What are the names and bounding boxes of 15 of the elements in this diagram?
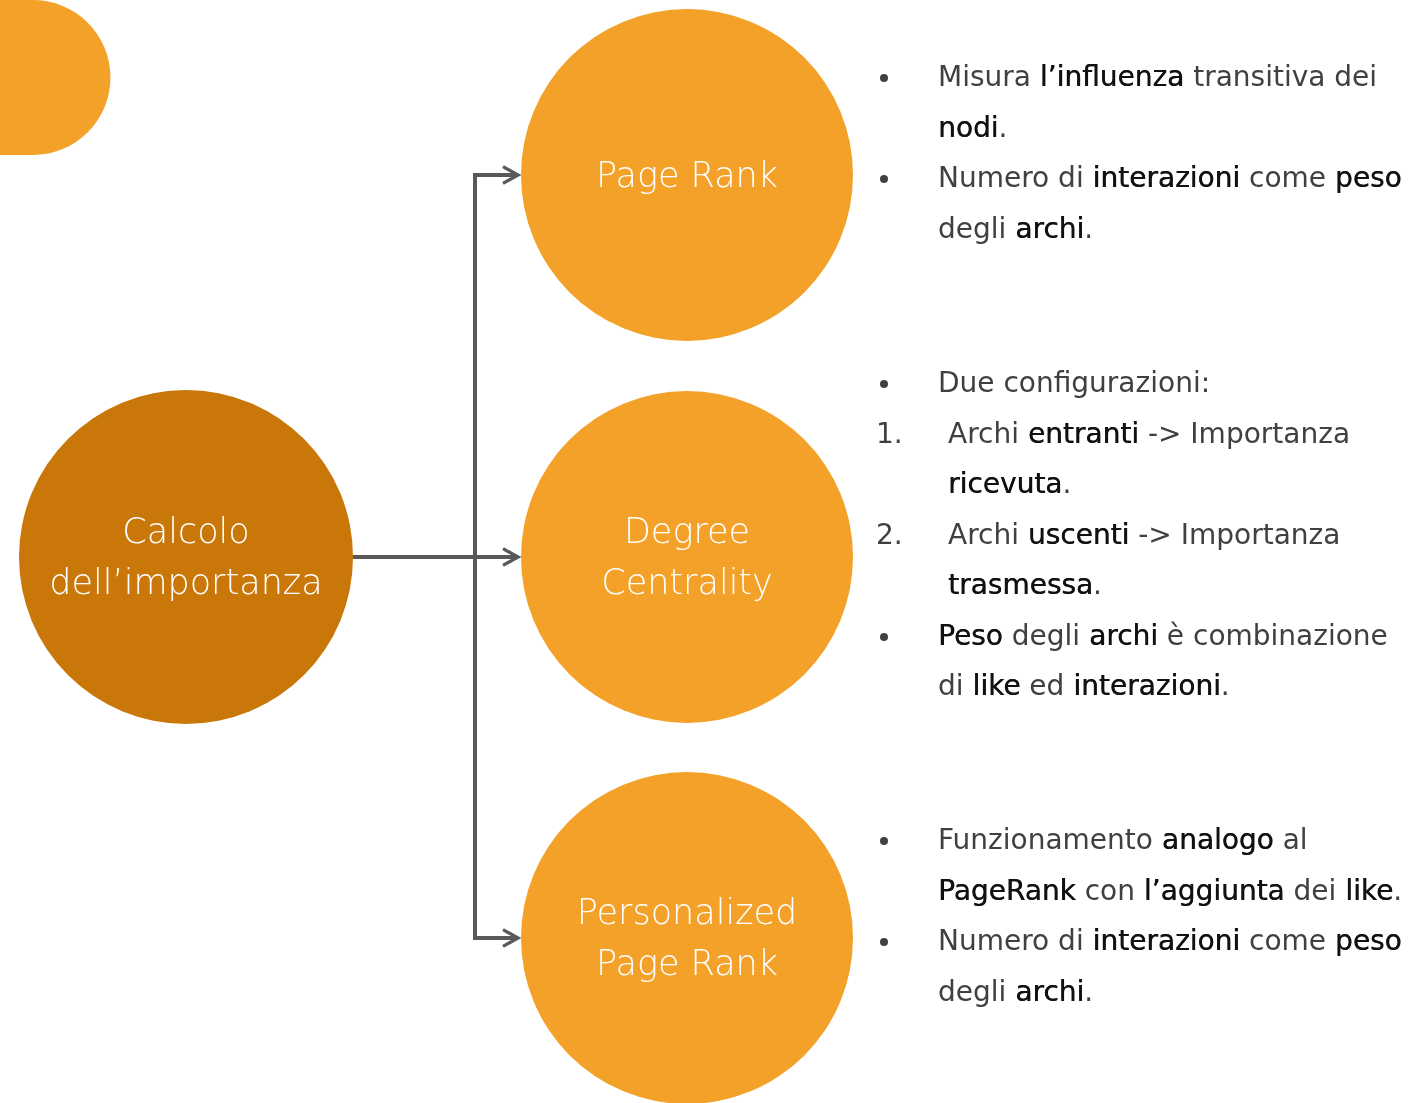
- bullet-text: Peso degli archi è combinazione di like ed interazioni.: [938, 618, 1388, 702]
- bullet-text: Due configurazioni:: [938, 366, 1211, 399]
- node-label: Page Rank: [595, 153, 779, 197]
- node-label: Personalized Page Rank: [575, 891, 799, 985]
- bullet-text: Numero di interazioni come peso degli archi.: [938, 924, 1402, 1008]
- connector-arrow: [353, 555, 520, 948]
- list-text: Archi entranti -> Importanza ricevuta.: [948, 416, 1351, 500]
- list-number: 1.: [876, 415, 903, 452]
- node-label: Calcolo dell’importanza: [48, 510, 324, 604]
- bullet-text: Funzionamento analogo al PageRank con l’aggiunta dei like.: [938, 823, 1403, 907]
- node-label: Degree Centrality: [600, 510, 774, 604]
- bullet-text: Numero di interazioni come peso degli archi.: [938, 161, 1402, 245]
- list-number: 2.: [876, 516, 903, 553]
- list-text: Archi uscenti -> Importanza trasmessa.: [948, 517, 1341, 601]
- bullet-text: Misura l’influenza transitiva dei nodi.: [938, 60, 1378, 144]
